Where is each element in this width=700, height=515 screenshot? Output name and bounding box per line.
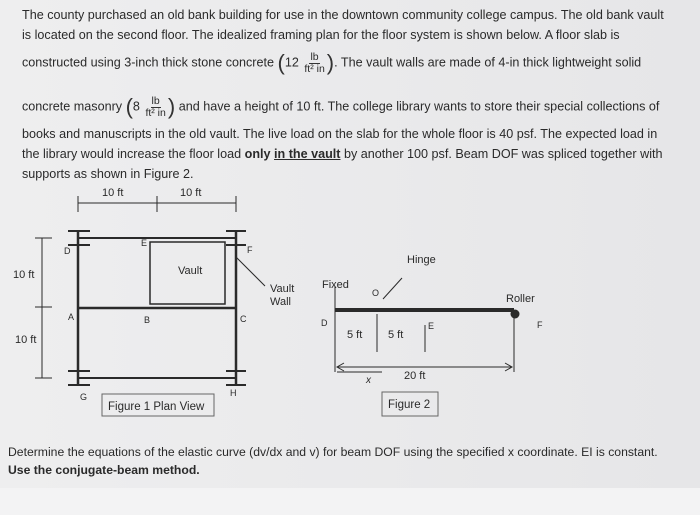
dim-left-bottom: 10 ft — [15, 334, 36, 346]
figure2-caption-box — [381, 391, 439, 417]
unit-denominator: ft² in — [304, 62, 325, 75]
beam-point-f: F — [537, 320, 543, 330]
paren-open: ( — [125, 94, 133, 119]
line6-post: by another 100 psf. Beam DOF was spliced… — [344, 147, 663, 161]
problem-text-2: books and manuscripts in the old vault. … — [22, 124, 682, 184]
roller-label: Roller — [506, 293, 535, 305]
vault-rectangle — [149, 241, 226, 305]
arrow-left — [335, 362, 345, 372]
unit-denominator: ft² in — [145, 106, 166, 119]
problem-line-5: books and manuscripts in the old vault. … — [22, 127, 658, 141]
line3-post: . The vault walls are made of 4-in thick… — [334, 55, 642, 70]
problem-line-6: the library would increase the floor loa… — [22, 144, 682, 164]
paren-close: ) — [326, 50, 335, 75]
problem-line-3: constructed using 3-inch thick stone con… — [22, 50, 641, 76]
column-markers — [68, 230, 246, 386]
x-coordinate-label: x — [365, 375, 372, 386]
problem-line-7: supports as shown in Figure 2. — [22, 167, 194, 181]
dim-top-right: 10 ft — [180, 187, 201, 199]
dim-top-left: 10 ft — [102, 187, 123, 199]
paren-close: ) — [167, 94, 176, 119]
plan-label-d: D — [64, 246, 71, 256]
plan-label-b: B — [144, 315, 150, 325]
plan-caption: Figure 1 Plan View — [108, 401, 205, 413]
hinge-label: Hinge — [407, 254, 436, 266]
plan-view — [35, 196, 266, 386]
plan-caption-box — [101, 393, 215, 417]
line4-post: and have a height of 10 ft. The college … — [178, 99, 660, 114]
plan-label-g: G — [80, 392, 87, 402]
question-line-2: Use the conjugate-beam method. — [8, 463, 200, 477]
vault-label: Vault — [178, 265, 202, 277]
question-text: Determine the equations of the elastic c… — [8, 443, 688, 479]
hinge-leader — [382, 277, 403, 300]
question-line-1: Determine the equations of the elastic c… — [8, 445, 658, 459]
plan-label-f: F — [247, 245, 253, 255]
arrow-right — [504, 362, 514, 372]
dim-5ft-a: 5 ft — [347, 329, 362, 341]
beam-point-o: O — [372, 288, 379, 298]
dim-20ft: 20 ft — [404, 370, 425, 382]
line4-text: concrete masonry — [22, 99, 123, 114]
plan-label-e: E — [141, 238, 147, 248]
dim-5ft-b: 5 ft — [388, 329, 403, 341]
beam-point-e: E — [428, 321, 434, 331]
vault-wall-label-2: Wall — [270, 296, 291, 308]
vault-wall-label-1: Vault — [270, 283, 294, 295]
fixed-label: Fixed — [322, 279, 349, 291]
stone-concrete-value: 12 — [284, 55, 299, 70]
figure2-caption: Figure 2 — [388, 399, 430, 411]
unit-numerator: lb — [309, 50, 320, 64]
problem-line-2: is located on the second floor. The idea… — [22, 28, 620, 42]
dim-left-top: 10 ft — [13, 269, 34, 281]
unit-numerator: lb — [150, 94, 161, 108]
line6-pre: the library would increase the floor loa… — [22, 147, 242, 161]
plan-label-h: H — [230, 388, 237, 398]
vault-wall-leader — [235, 256, 266, 287]
problem-text: The county purchased an old bank buildin… — [22, 5, 682, 45]
plan-label-c: C — [240, 314, 247, 324]
beam-diagram — [334, 277, 515, 373]
plan-label-a: A — [68, 312, 74, 322]
masonry-value: 8 — [132, 99, 140, 114]
bottom-strip — [0, 488, 700, 515]
paren-open: ( — [277, 50, 285, 75]
roller-support — [510, 309, 520, 319]
line6-in-the-vault: in the vault — [274, 147, 341, 161]
problem-line-1: The county purchased an old bank buildin… — [22, 8, 664, 22]
beam-point-d: D — [321, 318, 328, 328]
line6-only: only — [244, 147, 271, 161]
line3-text: constructed using 3-inch thick stone con… — [22, 55, 275, 70]
